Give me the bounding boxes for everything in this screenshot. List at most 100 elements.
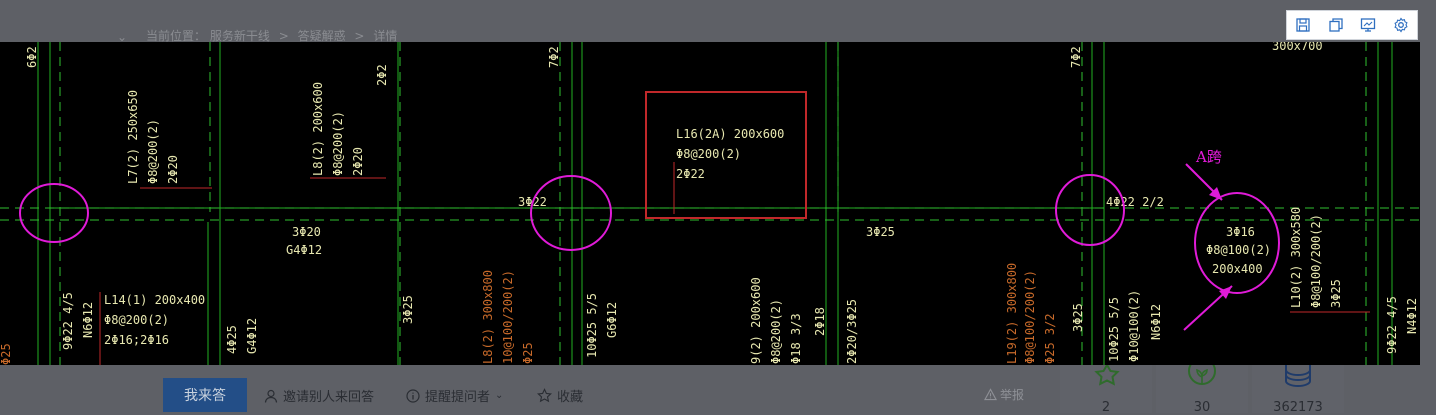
- annotation-circle: [530, 175, 612, 251]
- star-icon: [537, 388, 552, 403]
- info-icon: [406, 388, 420, 403]
- cad-label: Φ8@200(2): [104, 313, 169, 327]
- settings-button[interactable]: [1385, 11, 1418, 39]
- cad-label: Φ18 3/3: [789, 313, 803, 364]
- annotation-circle: [1055, 174, 1125, 246]
- save-icon: [1296, 18, 1310, 32]
- chevron-down-icon[interactable]: ⌄: [117, 30, 128, 44]
- cad-label: N4Φ12: [1405, 298, 1419, 334]
- report-label: 举报: [1000, 388, 1025, 402]
- breadcrumb-separator: >: [354, 29, 365, 43]
- scrollbar[interactable]: [1420, 42, 1436, 365]
- cad-label: 9Φ22 4/5: [1385, 296, 1399, 354]
- cad-label: 2Φ20: [166, 155, 180, 184]
- page-header-dimmed: [0, 0, 1436, 42]
- cad-label: 3Φ20: [292, 225, 321, 239]
- cad-label: Φ8@100/200(2): [1023, 270, 1037, 364]
- span-label: A跨: [1195, 148, 1222, 166]
- cad-label: 10Φ25 5/5: [585, 293, 599, 358]
- cad-label: Φ8@100/200(2): [1309, 214, 1323, 308]
- breadcrumb-separator: >: [278, 29, 289, 43]
- invite-label: 邀请别人来回答: [283, 390, 375, 405]
- cad-label: G4Φ12: [286, 243, 322, 257]
- cad-label: Φ8@200(2): [769, 299, 783, 364]
- report-action[interactable]: 举报: [984, 386, 1024, 403]
- cad-label: G4Φ12: [245, 318, 259, 354]
- cad-label: Φ8@200(2): [146, 119, 160, 184]
- cad-label: 2Φ20/3Φ25: [845, 299, 859, 364]
- stat-card: [1060, 365, 1152, 413]
- cad-label: N6Φ12: [81, 302, 95, 338]
- cad-label: L16(2A) 200x600: [676, 127, 784, 141]
- cad-label: L10(2) 300x580: [1289, 207, 1303, 308]
- cad-label: 300x700: [1272, 42, 1323, 53]
- cad-label: L14(1) 200x400: [104, 293, 205, 307]
- cad-label: Φ8@200(2): [676, 147, 741, 161]
- cad-label: 9Φ22 4/5: [61, 292, 75, 350]
- cad-label: 9(2) 200x600: [749, 277, 763, 364]
- cad-label: Φ25: [0, 343, 13, 365]
- leaf-icon: [1188, 365, 1216, 385]
- breadcrumb-item: 详情: [373, 29, 398, 43]
- screen-button[interactable]: [1352, 11, 1385, 39]
- remind-action[interactable]: 提醒提问者 ⌄: [406, 386, 503, 405]
- cad-label: G6Φ12: [605, 302, 619, 338]
- star-icon: [1094, 365, 1120, 386]
- annotation-circle: [1194, 192, 1280, 294]
- cad-label: 7Φ2: [547, 46, 561, 68]
- cad-label: 200x400: [1212, 262, 1263, 276]
- warning-icon: [984, 388, 997, 401]
- breadcrumb-item[interactable]: 答疑解惑: [297, 29, 346, 43]
- viewer-toolbar: [1286, 10, 1418, 40]
- cad-label: 2Φ18: [813, 307, 827, 336]
- cad-label: 10@100/200(2): [501, 270, 515, 364]
- highlight-box: [645, 91, 807, 219]
- cad-label: 2Φ16;2Φ16: [104, 333, 169, 347]
- stat-count: 2: [1101, 400, 1111, 415]
- cad-label: L8(2) 200x600: [311, 82, 325, 176]
- breadcrumb-prefix: 当前位置：: [146, 29, 207, 43]
- database-icon: [1285, 365, 1311, 387]
- cad-label: Φ8@100(2): [1206, 243, 1271, 257]
- cad-label: 3Φ25: [1071, 303, 1085, 332]
- cad-label: 4Φ25: [225, 325, 239, 354]
- cad-label: L19(2) 300x800: [1005, 263, 1019, 364]
- user-icon: [264, 389, 278, 403]
- annotation-circle: [19, 183, 89, 243]
- cad-label: 3Φ25: [401, 295, 415, 324]
- invite-action[interactable]: 邀请别人来回答: [264, 386, 374, 405]
- arrow-head: [1209, 187, 1222, 200]
- cad-label: 2Φ22: [676, 167, 705, 181]
- settings-icon: [1394, 17, 1408, 33]
- collect-label: 收藏: [557, 390, 584, 405]
- cad-label: 6Φ2: [25, 46, 39, 68]
- cad-label: Φ8@200(2): [331, 111, 345, 176]
- answer-button[interactable]: 我来答: [163, 378, 247, 412]
- stat-card: [1156, 365, 1248, 413]
- breadcrumb-item[interactable]: 服务新干线: [209, 29, 270, 43]
- remind-label: 提醒提问者: [425, 390, 491, 405]
- cad-drawing: 6Φ2 2Φ2 7Φ2 7Φ2 300x700 L7(2) 250x650 Φ8…: [0, 42, 1420, 365]
- cad-label: N6Φ12: [1149, 304, 1163, 340]
- copy-button[interactable]: [1320, 11, 1353, 39]
- save-button[interactable]: [1287, 11, 1320, 39]
- arrow-head: [1219, 286, 1232, 299]
- stat-card: [1252, 365, 1344, 413]
- chevron-down-icon: ⌄: [495, 390, 504, 401]
- cad-label: 2Φ2: [375, 64, 389, 86]
- cad-label: 7Φ2: [1069, 46, 1083, 68]
- breadcrumb: 当前位置： 服务新干线 > 答疑解惑 > 详情: [146, 27, 397, 44]
- cad-label: L8(2) 300x800: [481, 270, 495, 364]
- collect-action[interactable]: 收藏: [537, 386, 583, 405]
- cad-label: 3Φ25: [1329, 279, 1343, 308]
- cad-label: Φ10@100(2): [1127, 290, 1141, 362]
- cad-label: L7(2) 250x650: [126, 90, 140, 184]
- cad-label: 3Φ16: [1226, 225, 1255, 239]
- cad-label: 4Φ22 2/2: [1106, 195, 1164, 209]
- stat-count: 362173: [1273, 400, 1323, 415]
- cad-label: 2Φ20: [351, 147, 365, 176]
- screen-icon: [1361, 18, 1376, 32]
- cad-label: 3Φ25: [866, 225, 895, 239]
- cad-drawing-viewport[interactable]: 6Φ2 2Φ2 7Φ2 7Φ2 300x700 L7(2) 250x650 Φ8…: [0, 42, 1420, 365]
- cad-label: 10Φ25 5/5: [1107, 297, 1121, 362]
